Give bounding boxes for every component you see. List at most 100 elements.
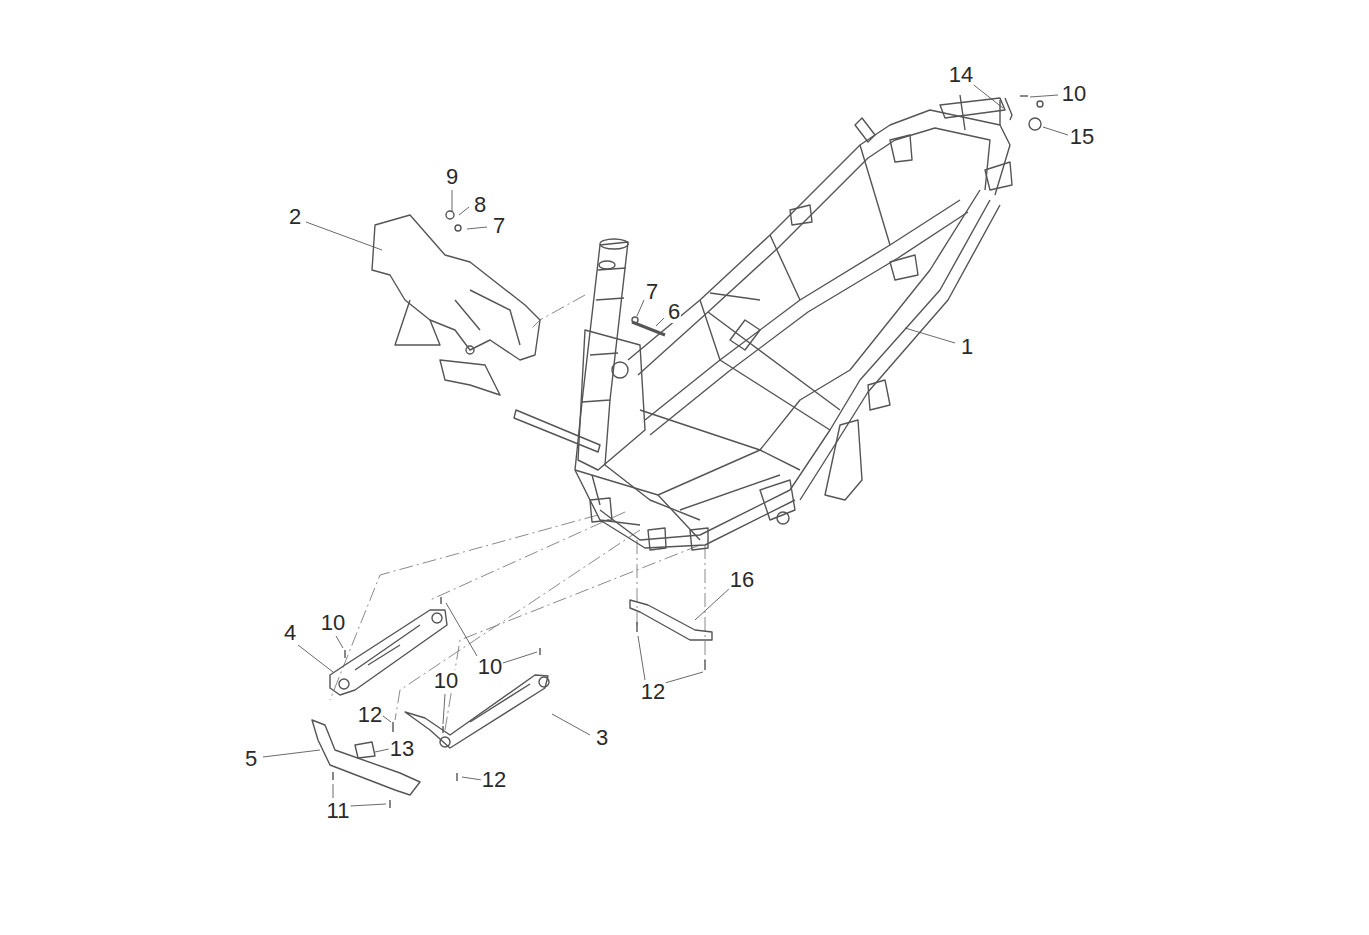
main-frame [592, 475, 600, 505]
callout-number: 15 [1069, 126, 1095, 148]
leader-line [970, 82, 1003, 108]
small-hardware [632, 322, 665, 335]
footrest-brackets [312, 597, 712, 808]
footrest-brackets [355, 625, 420, 670]
headlight-bracket [446, 211, 454, 219]
main-frame [855, 118, 875, 142]
main-frame [600, 239, 628, 249]
small-hardware [632, 96, 1043, 335]
callout-number: 8 [473, 194, 487, 216]
footrest-brackets [355, 742, 375, 758]
assembly-line [530, 295, 585, 330]
footrest-brackets [539, 677, 549, 687]
leader-line [695, 588, 730, 620]
small-hardware [632, 317, 638, 323]
leader-line [656, 318, 664, 326]
callout-number: 1 [960, 336, 974, 358]
callout-number: 11 [326, 800, 351, 822]
main-frame [708, 312, 840, 430]
main-frame [638, 140, 895, 375]
callout-number: 16 [729, 569, 755, 591]
callout-number: 10 [1061, 83, 1087, 105]
headlight-bracket [395, 300, 440, 345]
leader-line [905, 328, 955, 343]
main-frame [760, 190, 980, 450]
headlight-bracket [440, 360, 500, 395]
main-frame [599, 261, 615, 269]
headlight-bracket [455, 290, 520, 345]
main-frame [777, 512, 789, 524]
callout-number: 5 [244, 748, 258, 770]
small-hardware [1005, 98, 1012, 120]
callout-number: 4 [283, 622, 297, 644]
main-frame [640, 410, 760, 450]
leader-line [1030, 95, 1058, 97]
callout-number: 3 [595, 727, 609, 749]
main-frame [940, 98, 1005, 118]
main-frame [578, 330, 645, 470]
small-hardware [1029, 118, 1041, 130]
callout-number: 12 [357, 704, 383, 726]
callout-number: 2 [288, 206, 302, 228]
main-frame [605, 400, 700, 520]
assembly-line [445, 545, 700, 730]
assembly-line [430, 512, 625, 600]
headlight-bracket [466, 346, 474, 354]
main-frame [582, 242, 628, 402]
main-frame [985, 162, 1012, 190]
leader-line [375, 749, 389, 752]
leader-line [638, 636, 703, 683]
main-frame [645, 200, 960, 420]
callout-number: 10 [320, 612, 346, 634]
main-frame [612, 362, 628, 378]
footrest-brackets [405, 675, 548, 748]
main-frame [648, 528, 666, 550]
main-frame [868, 380, 890, 410]
leader-line [467, 227, 487, 229]
main-frame [895, 128, 990, 190]
main-frame [590, 498, 612, 522]
footrest-brackets [470, 684, 530, 722]
footrest-brackets [432, 613, 442, 623]
callout-number: 12 [481, 769, 507, 791]
main-frame [575, 402, 640, 525]
main-frame [514, 95, 1012, 550]
main-frame [575, 470, 700, 540]
assembly-line [637, 540, 638, 625]
callout-number: 9 [445, 166, 459, 188]
leader-line [298, 645, 333, 672]
leader-line [552, 714, 590, 735]
assembly-line [330, 295, 705, 730]
main-frame [890, 110, 1010, 195]
callout-number: 10 [433, 670, 459, 692]
leader-line [336, 636, 343, 648]
main-frame [514, 410, 600, 452]
main-frame [890, 255, 918, 280]
footrest-brackets [333, 597, 705, 808]
leader-line [446, 603, 537, 663]
main-frame [650, 212, 968, 435]
callout-number: 12 [640, 681, 666, 703]
main-frame [790, 205, 812, 225]
main-frame [590, 268, 626, 355]
leader-line [452, 190, 453, 212]
footrest-brackets [330, 610, 447, 695]
small-hardware [1037, 101, 1043, 107]
main-frame [760, 480, 795, 520]
main-frame [825, 420, 862, 500]
callout-number: 7 [645, 281, 659, 303]
main-frame [890, 135, 912, 162]
leader-line [306, 222, 382, 250]
callout-number: 14 [948, 64, 974, 86]
footrest-brackets [440, 737, 450, 747]
leader-line [263, 750, 320, 757]
headlight-bracket [455, 225, 461, 231]
small-hardware [1020, 95, 1028, 96]
leader-line [462, 777, 482, 780]
footrest-brackets [630, 600, 712, 640]
callout-number: 13 [389, 738, 415, 760]
main-frame [710, 293, 760, 350]
main-frame [690, 528, 708, 550]
